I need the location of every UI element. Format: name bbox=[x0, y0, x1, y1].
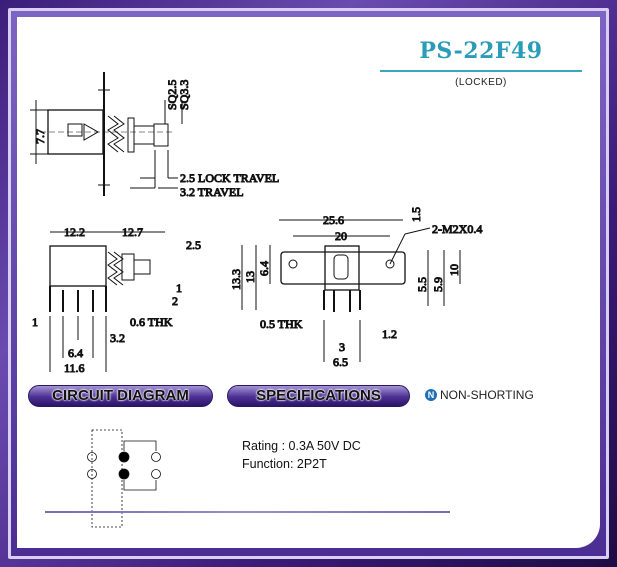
part-number-title: PS-22F49 bbox=[419, 38, 543, 64]
dim-6-4: 6.4 bbox=[68, 346, 83, 360]
dim-10: 10 bbox=[447, 264, 461, 276]
dim-travel: 3.2 TRAVEL bbox=[180, 185, 244, 199]
dim-1-5: 1.5 bbox=[409, 207, 423, 222]
dim-0-6-thk: 0.6 THK bbox=[130, 315, 173, 329]
dim-13-3: 13.3 bbox=[229, 269, 243, 290]
dim-0-5-thk: 0.5 THK bbox=[260, 317, 303, 331]
circuit-diagram-banner: CIRCUIT DIAGRAM bbox=[28, 385, 213, 407]
non-shorting-label: NON-SHORTING bbox=[440, 388, 534, 402]
dim-left-1: 1 bbox=[32, 315, 38, 329]
spec-rating: Rating : 0.3A 50V DC bbox=[242, 439, 361, 453]
dim-12-2: 12.2 bbox=[64, 225, 85, 239]
n-circle-icon: N bbox=[425, 389, 437, 401]
side-view-drawing bbox=[49, 231, 165, 372]
dim-screw: 2-M2X0.4 bbox=[432, 222, 482, 236]
dim-12-7: 12.7 bbox=[122, 225, 143, 239]
dim-2: 2 bbox=[172, 294, 178, 308]
circuit-diagram-label: CIRCUIT DIAGRAM bbox=[52, 387, 189, 404]
circuit-diagram bbox=[87, 429, 161, 528]
dim-3-2: 3.2 bbox=[110, 331, 125, 345]
front-view-drawing bbox=[241, 219, 461, 362]
dim-5-9: 5.9 bbox=[431, 277, 445, 292]
subtitle: (LOCKED) bbox=[455, 77, 507, 88]
dim-13: 13 bbox=[243, 271, 257, 283]
dim-2-5: 2.5 bbox=[186, 238, 201, 252]
title-divider bbox=[380, 70, 582, 72]
bottom-divider bbox=[45, 511, 450, 513]
specifications-label: SPECIFICATIONS bbox=[256, 387, 381, 404]
spec-function: Function: 2P2T bbox=[242, 457, 327, 471]
dim-sq1: SQ2.5 bbox=[165, 80, 179, 110]
dim-3: 3 bbox=[339, 340, 345, 354]
dim-11-6: 11.6 bbox=[64, 361, 85, 375]
dim-6-4-front: 6.4 bbox=[257, 261, 271, 276]
top-view-drawing bbox=[30, 72, 183, 196]
dim-5-5: 5.5 bbox=[415, 277, 429, 292]
dim-6-5: 6.5 bbox=[333, 355, 348, 369]
dim-1-2: 1.2 bbox=[382, 327, 397, 341]
dim-sq2: SQ3.3 bbox=[177, 80, 191, 110]
dim-20: 20 bbox=[335, 229, 347, 243]
dim-height: 7.7 bbox=[33, 129, 47, 144]
specifications-banner: SPECIFICATIONS bbox=[227, 385, 410, 407]
dim-lock-travel: 2.5 LOCK TRAVEL bbox=[180, 171, 279, 185]
dim-25-6: 25.6 bbox=[323, 213, 344, 227]
dim-1: 1 bbox=[176, 281, 182, 295]
non-shorting-badge: N NON-SHORTING bbox=[425, 388, 534, 402]
